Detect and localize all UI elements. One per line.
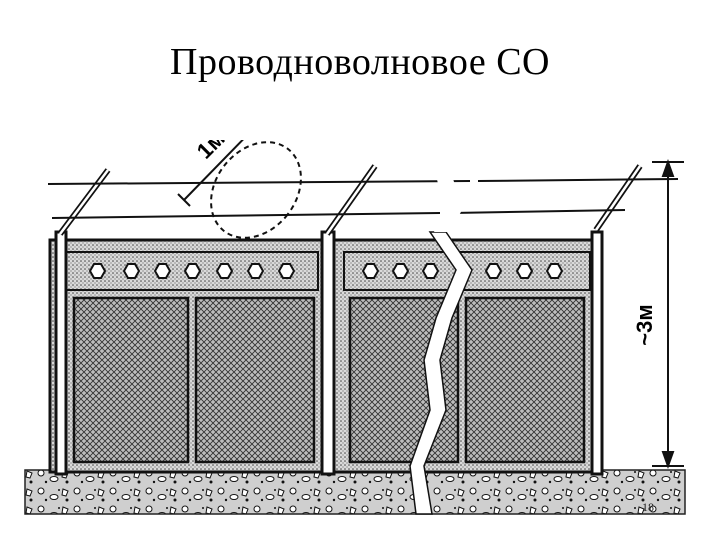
break-line: [409, 175, 473, 515]
slide-title: Проводноволновое СО: [170, 41, 550, 83]
height-label: ~3м: [632, 304, 657, 345]
sensor-wires: [47, 178, 679, 219]
fence-diagram: 1м ~3м: [24, 140, 686, 515]
fence-posts: [54, 164, 643, 476]
ground-strip: [24, 469, 686, 515]
page-number: 18: [642, 500, 654, 514]
fence-panel-left: [48, 238, 330, 474]
detection-zone: [177, 140, 302, 239]
height-dimension: [652, 159, 684, 469]
